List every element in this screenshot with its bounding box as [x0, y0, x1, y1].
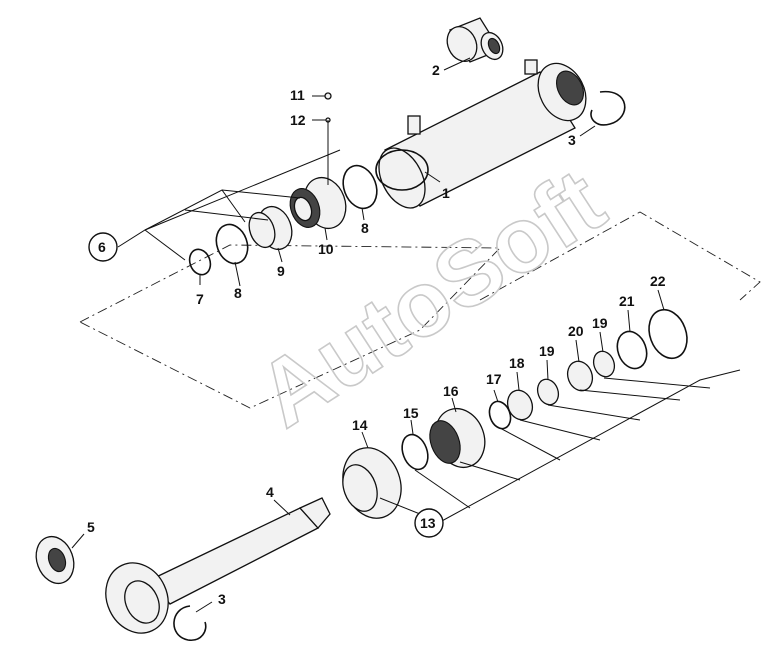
rod-guide-16: [429, 407, 486, 469]
oring-8-upper: [342, 164, 378, 210]
snap-ring-upper: [590, 90, 626, 126]
oring-15: [401, 433, 429, 471]
label-11: 11: [290, 87, 305, 103]
label-14: 14: [352, 417, 368, 433]
gland-nut-14: [342, 447, 402, 519]
label-4: 4: [266, 484, 274, 500]
kit-outline-upper: [79, 244, 502, 409]
callout-circle-13: [414, 508, 444, 538]
seal-19-upper: [592, 350, 616, 378]
leader-lines: [71, 57, 741, 613]
label-20: 20: [568, 323, 584, 339]
label-15: 15: [403, 405, 419, 421]
label-16: 16: [443, 383, 459, 399]
label-19-upper: 19: [592, 315, 608, 331]
oring-21: [616, 330, 648, 370]
screw-11: [324, 92, 332, 100]
seal-19-lower: [536, 378, 560, 406]
label-2: 2: [432, 62, 440, 78]
label-21: 21: [619, 293, 635, 309]
rod-bushing: [35, 535, 75, 585]
guide-ring-9: [248, 205, 293, 251]
label-18: 18: [509, 355, 525, 371]
label-19-lower: 19: [539, 343, 555, 359]
label-10: 10: [318, 241, 334, 257]
oring-7: [188, 248, 212, 276]
seal-20: [566, 360, 594, 392]
tube-bushing: [446, 17, 504, 63]
label-9: 9: [277, 263, 285, 279]
label-8-upper: 8: [361, 220, 369, 236]
callout-circle-6: [88, 232, 118, 262]
label-13: 13: [420, 515, 436, 531]
label-3-upper: 3: [568, 132, 576, 148]
kit-outline-lower: [479, 211, 761, 301]
oring-22: [648, 308, 688, 360]
label-1: 1: [442, 185, 450, 201]
label-8-lower: 8: [234, 285, 242, 301]
cylinder-tube: [375, 59, 587, 209]
label-17: 17: [486, 371, 502, 387]
label-7: 7: [196, 291, 204, 307]
label-22: 22: [650, 273, 666, 289]
snap-ring-lower: [173, 605, 207, 641]
label-3-lower: 3: [218, 591, 226, 607]
label-6: 6: [98, 239, 106, 255]
piston-10: [289, 176, 347, 230]
seal-18: [506, 389, 534, 421]
label-5: 5: [87, 519, 95, 535]
piston-rod: [105, 497, 331, 634]
oring-8-lower: [215, 223, 249, 265]
label-12: 12: [290, 112, 306, 128]
